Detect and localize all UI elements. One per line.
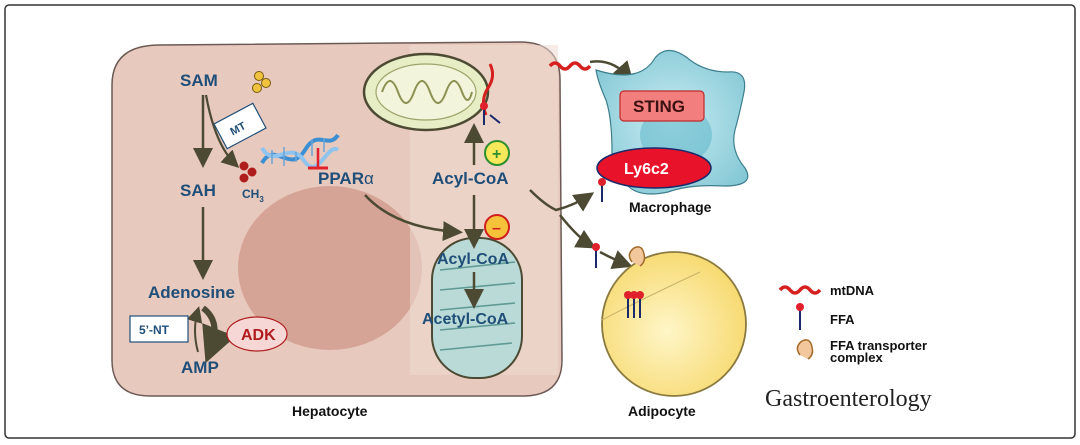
ffa-inside-adipocyte-icon: [624, 291, 644, 318]
label-adipocyte: Adipocyte: [628, 403, 696, 419]
legend-ffa-transporter-label: FFA transporter: [830, 338, 927, 353]
label-5nt: 5’-NT: [139, 323, 170, 337]
ffa-mito-icon: [480, 102, 501, 125]
label-ly6c2: Ly6c2: [624, 161, 669, 178]
journal-logo: Gastroenterology: [765, 386, 932, 412]
mitochondrion-top: [362, 52, 490, 132]
label-adenosine: Adenosine: [148, 283, 235, 302]
label-acetyl-coa: Acetyl-CoA: [422, 311, 509, 328]
label-hepatocyte: Hepatocyte: [292, 403, 368, 419]
mtdna-floating-icon: [548, 61, 592, 71]
arrow-amp-adenosine: [186, 306, 203, 353]
legend-ffa-transporter-label-2: complex: [830, 350, 884, 365]
adipocyte-cell: [601, 251, 747, 397]
sting-box: [619, 90, 705, 122]
arrow-ppar-mito: [364, 194, 463, 242]
mt-box: [213, 102, 267, 150]
minus-badge: [484, 214, 510, 240]
label-sam: SAM: [180, 71, 218, 90]
methyl-dots-icon: [252, 71, 271, 93]
label-sah: SAH: [180, 181, 216, 200]
label-ch3: CH3: [242, 187, 264, 204]
legend-ffa-label: FFA: [830, 312, 855, 327]
legend-ffa-icon: [796, 303, 804, 330]
legend-mtdna-icon: [778, 285, 822, 295]
label-ppar: PPARα: [318, 169, 374, 188]
adk-ellipse: [226, 316, 288, 352]
ffa-free-icon: [592, 243, 600, 268]
label-minus: –: [492, 220, 501, 237]
label-plus: +: [492, 146, 501, 163]
legend-ffa-transporter-icon: [796, 339, 814, 360]
plus-badge: [484, 140, 510, 166]
label-amp: AMP: [181, 358, 219, 377]
label-acyl-coa-mito: Acyl-CoA: [437, 251, 509, 268]
nucleus: [238, 186, 422, 350]
ch3-dots-icon: [239, 161, 257, 183]
ffa-macrophage-icon: [598, 178, 606, 202]
nt-box: [129, 315, 189, 343]
label-macrophage: Macrophage: [629, 199, 712, 215]
ly6c2-ellipse: [596, 147, 712, 189]
dna-helix-icon: [260, 133, 340, 169]
ffa-transporter-icon: [628, 246, 646, 267]
arrow-to-macrophage: [529, 189, 595, 212]
legend-mtdna-label: mtDNA: [830, 283, 875, 298]
arrow-ffa-to-adipocyte: [599, 250, 633, 269]
label-adk: ADK: [241, 327, 276, 344]
label-sting: STING: [633, 97, 685, 116]
arrow-adenosine-amp: [201, 305, 236, 364]
label-acyl-coa-top: Acyl-CoA: [432, 169, 509, 188]
arrow-methyl-transfer: [204, 94, 240, 169]
arrow-to-adipocyte: [559, 214, 597, 249]
